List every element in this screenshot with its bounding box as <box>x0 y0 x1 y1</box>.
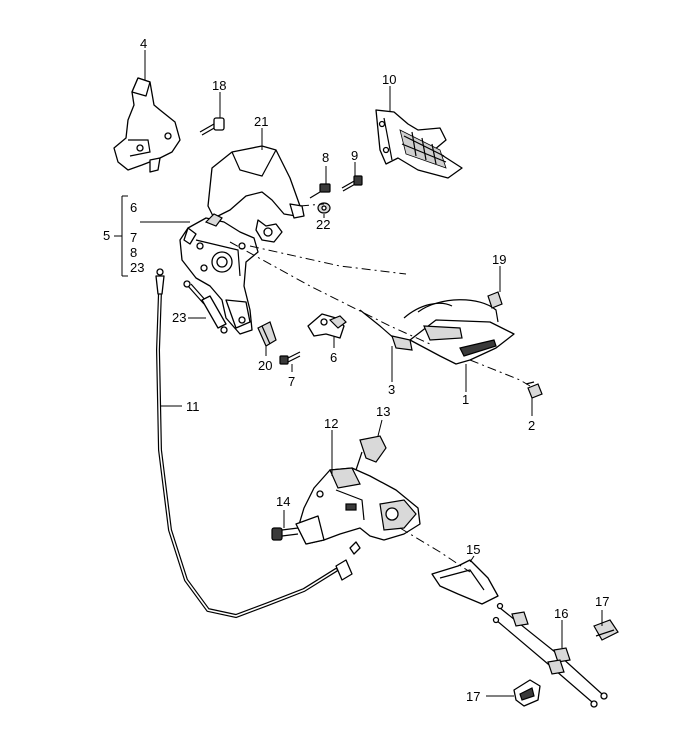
callout-11: 11 <box>186 399 200 414</box>
pedal-pad-part-10 <box>375 109 463 179</box>
callout-23: 23 <box>172 310 186 325</box>
callout-6: 6 <box>330 350 337 365</box>
cables-part-16 <box>492 602 608 708</box>
clip-part-17-lower <box>513 679 541 707</box>
callout-17-lower: 17 <box>466 689 480 704</box>
callout-7-group: 7 <box>130 230 137 245</box>
callout-5: 5 <box>103 228 110 243</box>
clip-part-19 <box>487 291 503 309</box>
callout-13: 13 <box>376 404 390 419</box>
lever-assembly-part-5 <box>179 213 259 335</box>
callout-22: 22 <box>316 217 330 232</box>
cable-part-11 <box>155 268 361 619</box>
bracket-part-4 <box>113 77 181 173</box>
screw-part-8 <box>309 183 331 199</box>
callout-4: 4 <box>140 36 147 51</box>
callout-16: 16 <box>554 606 568 621</box>
nut-part-22 <box>317 202 331 214</box>
callout-15: 15 <box>466 542 480 557</box>
actuator-part-12 <box>295 467 421 545</box>
callout-19: 19 <box>492 252 506 267</box>
callout-17-upper: 17 <box>595 594 609 609</box>
bolt-part-7 <box>279 351 301 365</box>
callout-3: 3 <box>388 382 395 397</box>
screw-part-2 <box>525 381 543 399</box>
callout-20: 20 <box>258 358 272 373</box>
alignment-lines <box>229 203 531 573</box>
callout-1: 1 <box>462 392 469 407</box>
leader-lines <box>114 50 603 697</box>
clip-part-20 <box>257 321 277 347</box>
callout-8-top: 8 <box>322 150 329 165</box>
plate-part-1 <box>403 299 515 365</box>
cover-part-21 <box>207 145 305 243</box>
bolt-part-18 <box>199 117 225 136</box>
gas-strut-part-23 <box>183 280 228 334</box>
bolt-part-14 <box>271 527 299 541</box>
callout-18: 18 <box>212 78 226 93</box>
callout-2: 2 <box>528 418 535 433</box>
guide-part-15 <box>431 559 499 605</box>
callout-10: 10 <box>382 72 396 87</box>
callout-12: 12 <box>324 416 338 431</box>
callout-21: 21 <box>254 114 268 129</box>
callout-6-group: 6 <box>130 200 137 215</box>
cable-part-3 <box>359 309 413 351</box>
callout-8-group: 8 <box>130 245 137 260</box>
callout-23-group: 23 <box>130 260 144 275</box>
callout-labels: 4 18 21 8 9 10 22 5 6 7 8 23 23 20 7 6 3… <box>103 36 609 704</box>
callout-7: 7 <box>288 374 295 389</box>
clip-part-17-upper <box>593 619 619 641</box>
callout-9: 9 <box>351 148 358 163</box>
clip-part-13 <box>355 435 387 471</box>
screw-part-9 <box>341 175 363 192</box>
callout-14: 14 <box>276 494 290 509</box>
lever-part-6 <box>307 313 347 339</box>
